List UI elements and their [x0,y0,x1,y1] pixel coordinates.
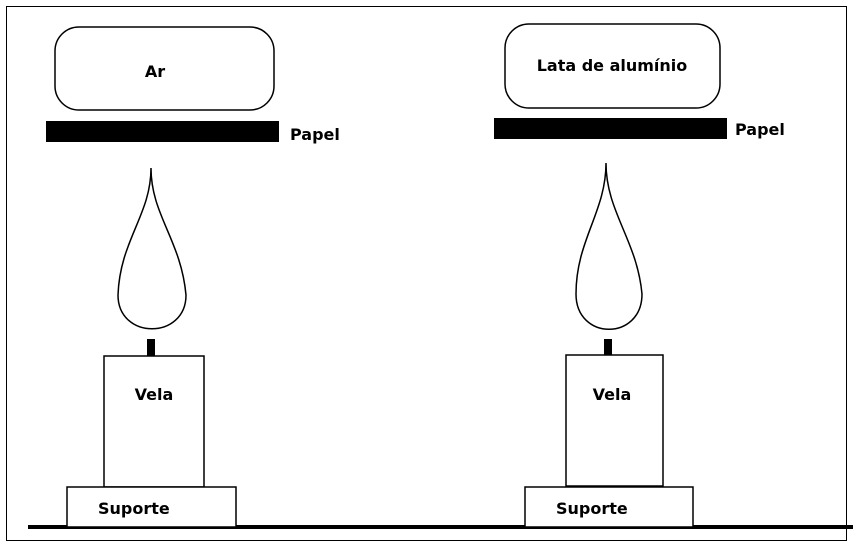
candle-body [103,355,205,488]
candle-body [565,354,664,487]
container-label: Lata de alumínio [537,56,688,75]
container-label: Ar [145,62,165,81]
paper-label: Papel [735,120,785,139]
candle-support [66,486,237,528]
flame-icon [575,162,643,330]
paper-label: Papel [290,125,340,144]
container-box [54,26,275,111]
candle-label: Vela [593,385,632,404]
paper-sheet [46,121,279,142]
candle-support [524,486,694,528]
setup-left: Ar Papel Vela Suporte [46,26,340,528]
paper-sheet [494,118,727,139]
support-label: Suporte [98,499,170,518]
candle-wick [604,339,612,355]
flame-icon [117,167,187,330]
candle-label: Vela [135,385,174,404]
candle-wick [147,339,155,356]
figure-border [6,6,847,541]
container-box [504,23,721,109]
setup-right: Lata de alumínio Papel Vela Suporte [494,23,785,528]
support-label: Suporte [556,499,628,518]
